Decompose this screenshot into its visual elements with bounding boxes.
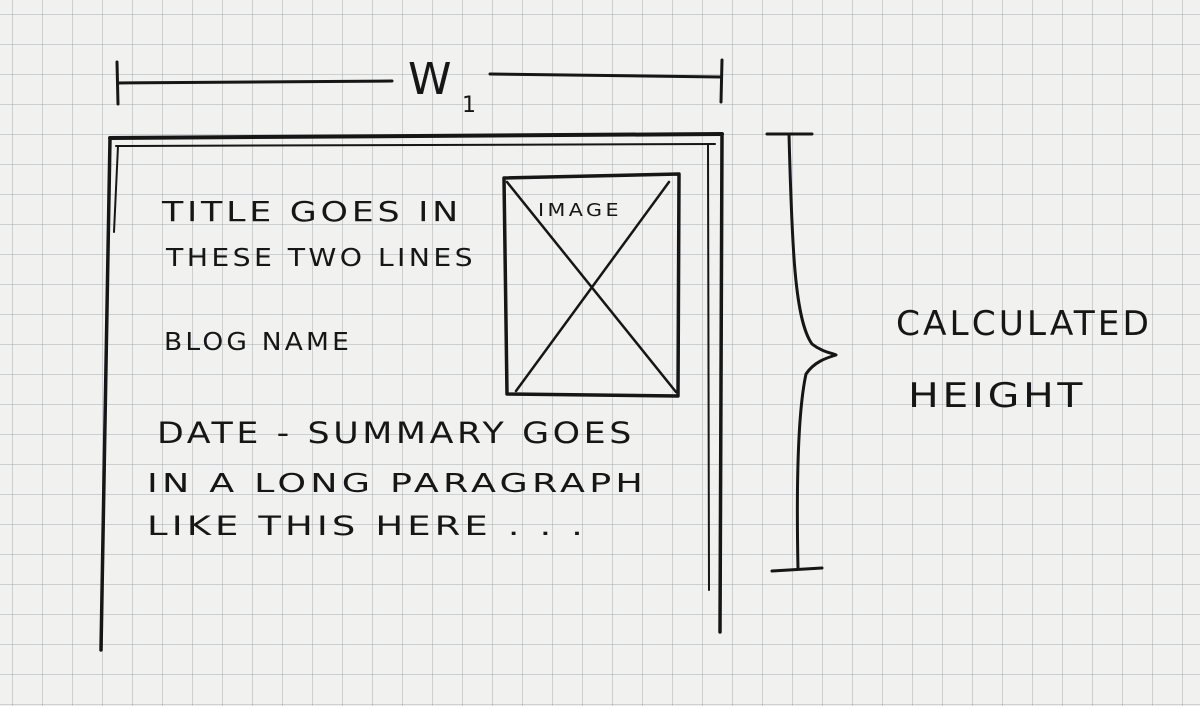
- width-label: W: [408, 54, 455, 105]
- card-top-edge: [108, 132, 724, 140]
- brace-curve: [787, 132, 838, 571]
- card-right-edge: [718, 132, 724, 634]
- card-blog-name: BLOG NAME: [164, 327, 352, 356]
- width-dimension: W 1: [115, 54, 724, 118]
- card-right-edge-inner: [707, 143, 710, 591]
- card-outline: [99, 132, 724, 652]
- card-summary-line-1: DATE - SUMMARY GOES: [157, 416, 635, 450]
- width-subscript: 1: [462, 93, 479, 118]
- card-left-edge: [99, 136, 112, 652]
- card-title-line-1: TITLE GOES IN: [161, 195, 462, 228]
- card-summary-line-3: LIKE THIS HERE . . .: [147, 511, 587, 542]
- height-label-line-1: CALCULATED: [896, 304, 1152, 344]
- width-line-left: [116, 79, 394, 85]
- image-cross-line-2: [514, 180, 671, 393]
- height-label-line-2: HEIGHT: [908, 376, 1086, 416]
- card-left-edge-inner: [113, 145, 119, 233]
- image-placeholder-box: [502, 172, 681, 398]
- image-placeholder: IMAGE: [502, 172, 681, 398]
- card-summary-line-2: IN A LONG PARAGRAPH: [147, 469, 647, 499]
- height-brace: [765, 132, 838, 573]
- image-label: IMAGE: [538, 200, 622, 221]
- card-title-line-2: THESE TWO LINES: [165, 243, 476, 272]
- width-line-right: [488, 72, 723, 79]
- card-top-edge-inner: [115, 143, 716, 147]
- width-right-tick: [719, 58, 724, 104]
